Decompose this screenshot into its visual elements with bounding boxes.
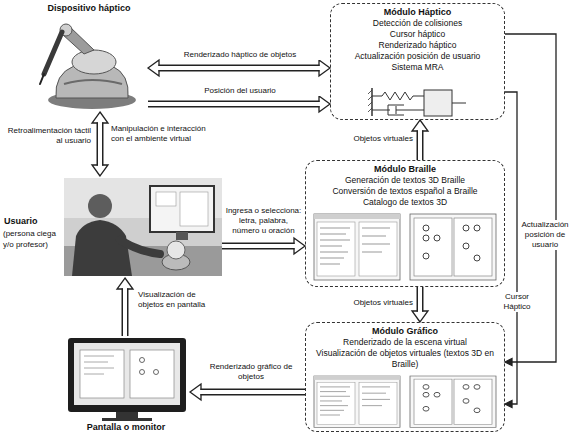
software-screenshots [410, 214, 496, 280]
flow-arrow [412, 120, 428, 160]
flow-arrow [117, 278, 133, 336]
module-title: Módulo Gráfico [310, 326, 500, 337]
flow-arrow [222, 238, 305, 254]
flow-arrow [148, 96, 330, 112]
connector-line [148, 102, 321, 106]
monitor-photo [84, 356, 114, 374]
monitor-photo [140, 358, 145, 363]
monitor-photo [140, 370, 145, 375]
module-item: Detección de colisiones [335, 18, 500, 29]
spring-damper-symbol [372, 92, 424, 100]
flow-arrow [190, 384, 305, 400]
figure-caption: Dispositivo háptico [30, 3, 148, 14]
monitor-figure: Pantalla o monitor [62, 336, 190, 434]
module-box: Módulo BrailleGeneración de textos 3D Br… [305, 160, 505, 287]
connector-label: Visualización de objetos en pantalla [137, 290, 215, 310]
connector-line [222, 244, 296, 248]
flow-annotation: Manipulación e interacción con el ambien… [110, 124, 218, 144]
connector-label: Ingresa o selecciona: letra, palabra, nú… [224, 206, 303, 236]
monitor-photo [68, 338, 186, 421]
device-figure: Dispositivo háptico [30, 2, 148, 112]
figure-subcaption: (persona ciega y/o profesor) [3, 228, 61, 250]
arrow-head [505, 401, 512, 408]
module-box: Módulo HápticoDetección de colisionesCur… [330, 3, 505, 120]
haptic-device-figure [40, 24, 136, 109]
connector-label: Objetos virtuales [330, 298, 414, 308]
monitor-photo [102, 418, 152, 421]
user-figure: Usuario(persona ciega y/o profesor) [2, 176, 222, 278]
haptic-device-figure [44, 32, 62, 74]
spring-damper-symbol [424, 90, 452, 116]
module-title: Módulo Háptico [335, 7, 500, 18]
monitor-photo [130, 350, 174, 398]
connector-label: Actualización posición de usuario [520, 220, 570, 250]
module-item: Renderizado háptico [335, 40, 500, 51]
connector-label: Objetos virtuales [330, 134, 414, 144]
connector-line [98, 121, 102, 167]
flow-arrow [505, 92, 517, 408]
spring-damper-symbol [368, 88, 466, 116]
module-title: Módulo Braille [310, 164, 500, 175]
module-item: Generación de textos 3D Braille [310, 175, 500, 186]
haptic-device-figure [40, 74, 44, 84]
connector-label: Renderizado gráfico de objetos [200, 362, 302, 382]
monitor-photo [154, 370, 159, 375]
software-screenshots [314, 376, 400, 427]
connector-label: Cursor Háptico [500, 292, 534, 312]
connector-label: Renderizado háptico de objetos [160, 50, 320, 60]
monitor-photo [80, 350, 124, 398]
user-photo [180, 192, 208, 226]
user-photo [64, 178, 222, 276]
software-screenshots [410, 376, 496, 427]
user-photo [72, 220, 132, 276]
module-item: Actualización posición de usuario [335, 51, 500, 62]
connector-line [418, 129, 422, 160]
module-item: Sistema MRA [335, 62, 500, 73]
figure-caption: Usuario [4, 216, 62, 227]
spring-damper-symbol [368, 90, 372, 112]
connector-line [418, 287, 422, 313]
user-photo [88, 194, 112, 218]
module-item: Visualización de objetos virtuales (text… [310, 348, 500, 370]
user-photo [64, 178, 222, 276]
connector-line [505, 92, 517, 404]
spring-damper-symbol [372, 105, 424, 115]
monitor-photo [74, 343, 180, 405]
flow-arrow [412, 287, 428, 322]
software-screenshots [314, 214, 496, 427]
user-photo [150, 186, 214, 232]
connector-line [123, 287, 127, 336]
monitor-photo [116, 412, 138, 418]
user-photo [120, 240, 160, 254]
user-photo [167, 241, 185, 259]
module-item: Catalogo de textos 3D [310, 197, 500, 208]
connector-line [199, 390, 305, 394]
flow-annotation: Retroalimentación táctil al usuario [4, 126, 92, 146]
spring-damper-symbol [452, 103, 466, 104]
connector-label: Posición del usuario [160, 86, 320, 96]
module-box: Módulo GráficoRenderizado de la escena v… [305, 322, 505, 432]
flow-arrow [505, 34, 556, 366]
connector-line [505, 34, 556, 362]
figure-caption: Pantalla o monitor [62, 422, 190, 433]
flow-arrow [148, 60, 330, 76]
arrow-head [505, 359, 512, 366]
haptic-device-figure [64, 80, 122, 84]
user-photo [156, 192, 176, 206]
flow-arrow [92, 112, 108, 176]
module-item: Conversión de textos español a Braille [310, 186, 500, 197]
module-item: Renderizado de la escena virtual [310, 337, 500, 348]
connector-line [157, 66, 321, 70]
software-screenshots [314, 214, 400, 280]
module-item: Cursor háptico [335, 29, 500, 40]
user-photo [176, 232, 188, 240]
monitor-photo [68, 338, 186, 412]
haptic-device-figure [72, 50, 116, 74]
